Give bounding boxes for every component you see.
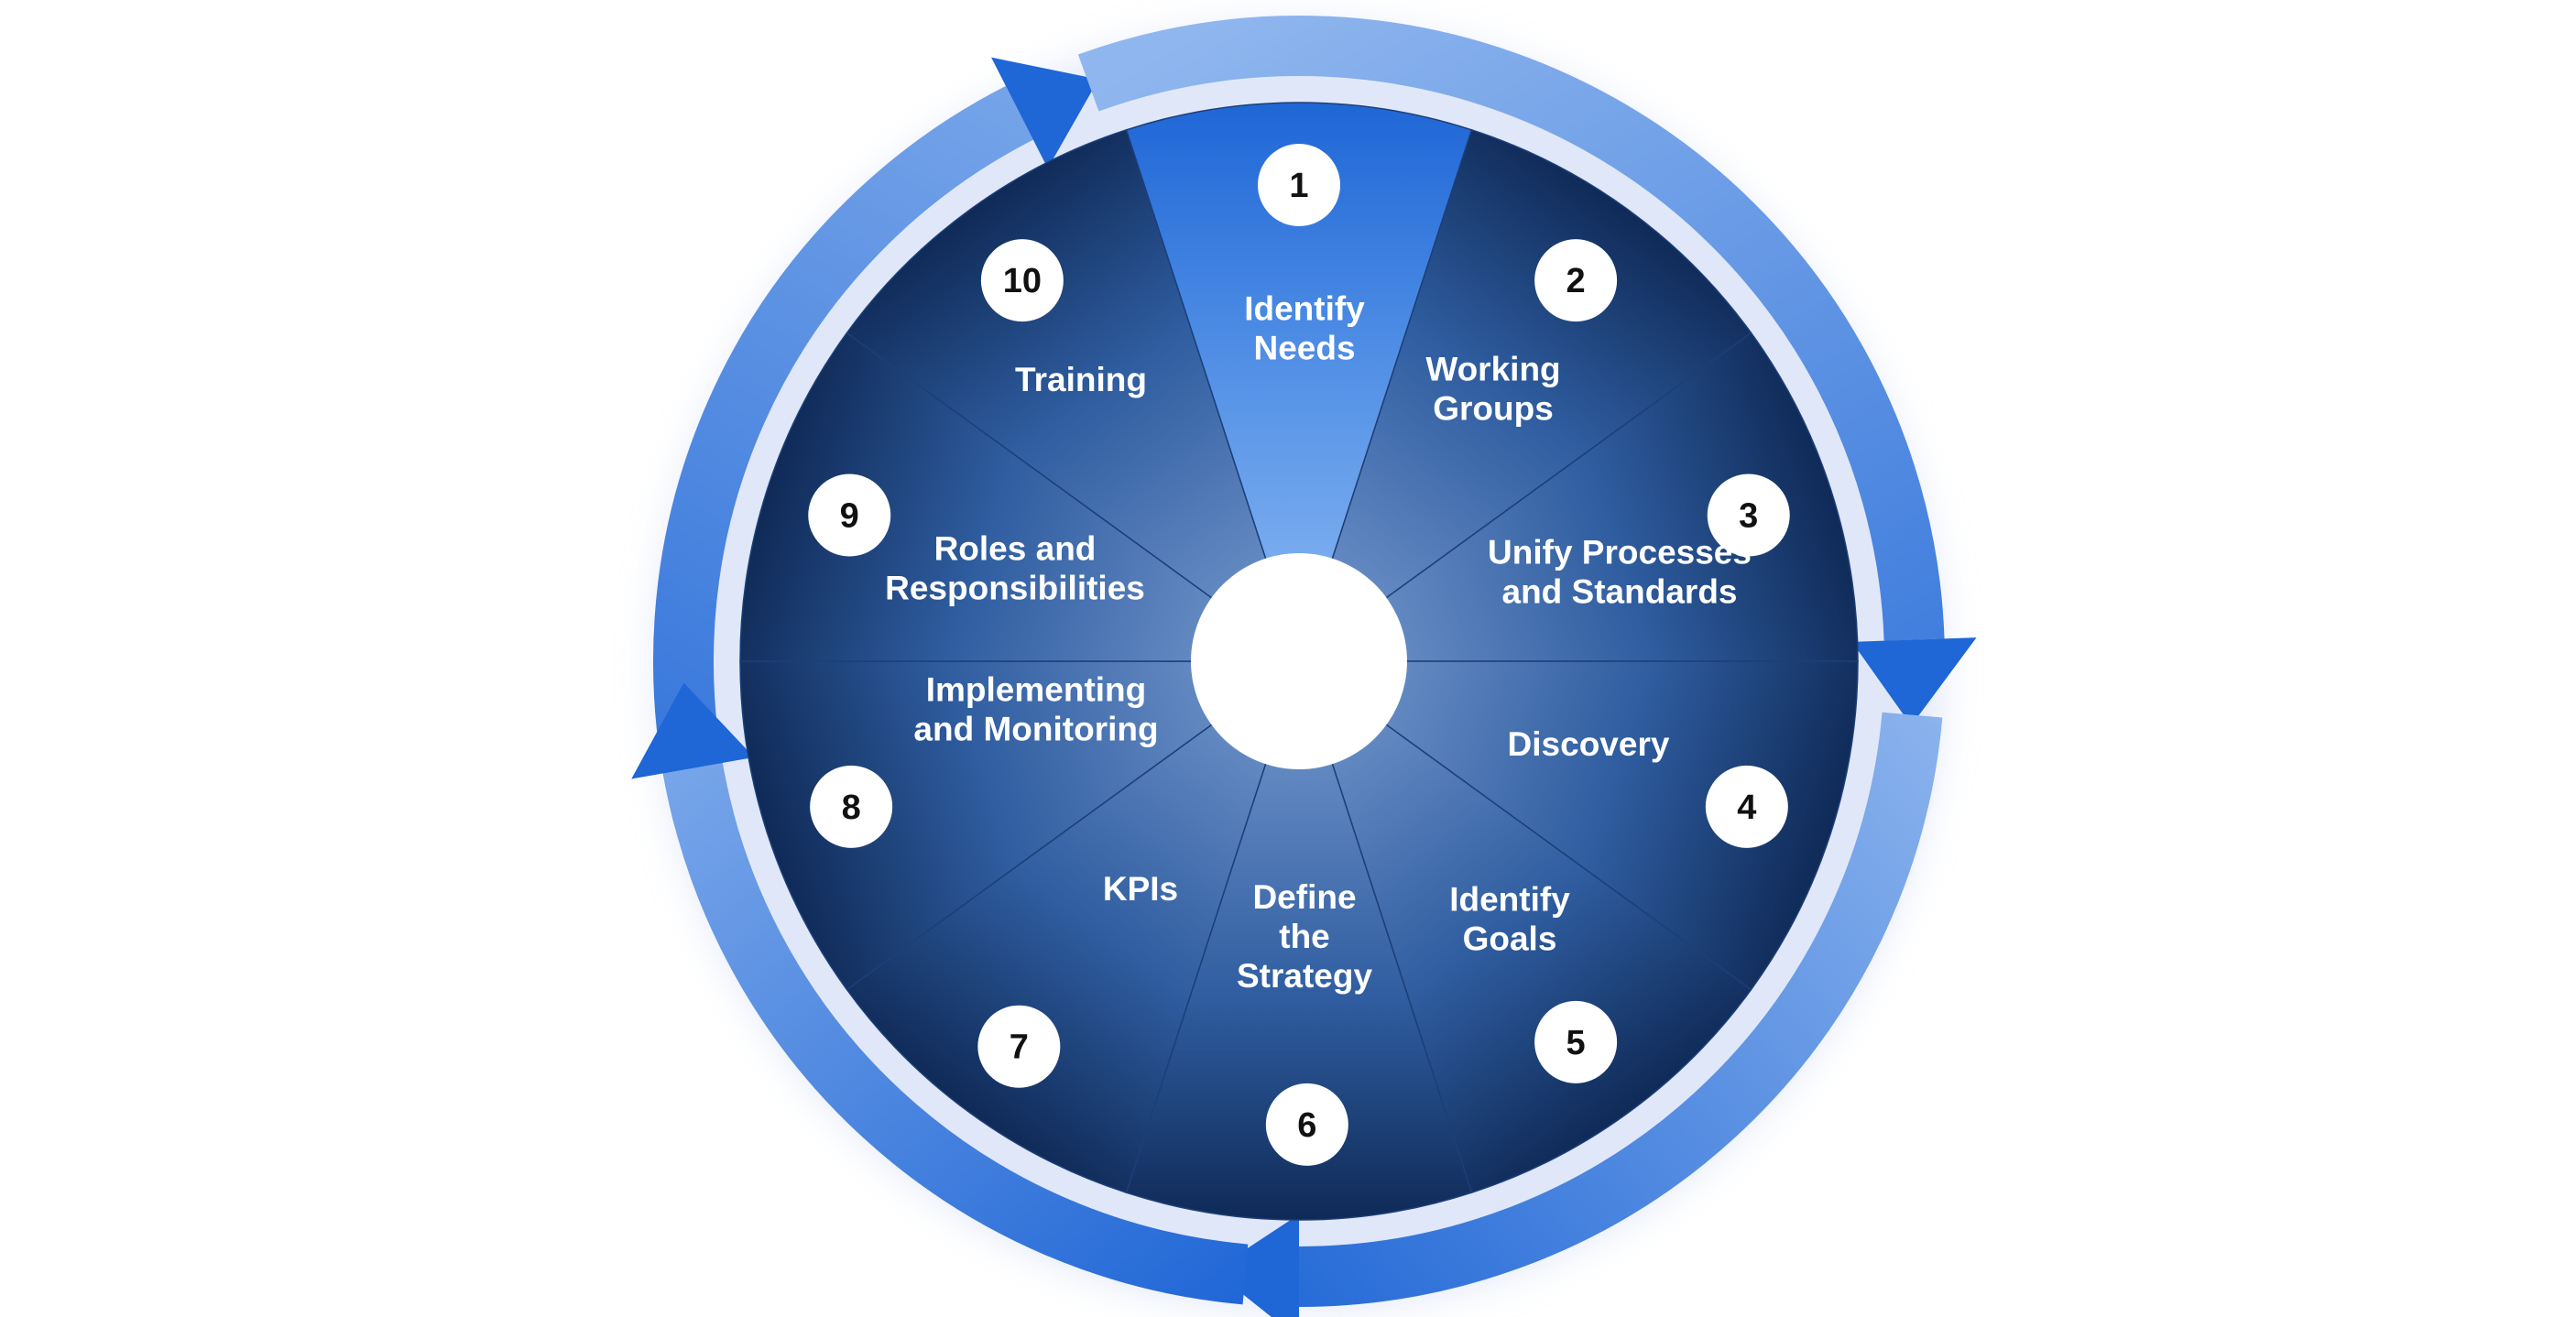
step-label-line: and Monitoring	[913, 711, 1158, 748]
cycle-arrow-band	[662, 762, 1249, 1305]
step-wedge-8	[739, 660, 1302, 991]
step-label-line: Needs	[1253, 330, 1355, 367]
step-number: 9	[840, 497, 859, 536]
step-badge-5: 5	[1534, 1000, 1618, 1083]
step-number: 2	[1566, 262, 1586, 300]
step-label-line: Training	[1015, 361, 1147, 398]
step-number: 1	[1289, 167, 1308, 205]
badge-circle	[1534, 1000, 1618, 1083]
step-label-line: Implementing	[926, 671, 1147, 709]
step-badge-3: 3	[1707, 473, 1790, 557]
step-wedge-3	[1296, 332, 1859, 662]
badge-circle	[1534, 239, 1618, 322]
step-label-line: KPIs	[1103, 870, 1178, 908]
arrowhead-icon	[1851, 637, 1977, 726]
badge-circle	[980, 239, 1064, 322]
step-number: 6	[1297, 1106, 1316, 1145]
badge-circle	[1258, 144, 1340, 226]
step-number: 4	[1737, 789, 1756, 827]
arrowhead-icon	[1213, 1214, 1299, 1317]
arrowhead-icon	[991, 57, 1099, 169]
step-label-line: Working	[1425, 351, 1560, 388]
step-wedge-9	[739, 332, 1302, 662]
step-number: 10	[1003, 262, 1042, 300]
step-wedge-1	[1125, 102, 1473, 664]
step-label-line: Identify	[1449, 881, 1570, 919]
step-badge-10: 10	[980, 239, 1064, 322]
step-badge-4: 4	[1705, 765, 1788, 848]
step-number: 5	[1566, 1024, 1586, 1062]
step-label-line: Goals	[1463, 920, 1557, 958]
step-wedge-4	[1296, 660, 1859, 991]
step-badge-1: 1	[1258, 144, 1340, 226]
step-wedge-2	[1297, 128, 1752, 663]
step-label-10: Training	[1015, 361, 1147, 398]
step-badge-2: 2	[1534, 239, 1618, 322]
badge-circle	[810, 765, 893, 848]
step-label-line: Discovery	[1508, 725, 1670, 763]
step-wedge-10	[846, 128, 1301, 663]
step-wedge-7	[846, 659, 1301, 1194]
badge-circle	[1707, 473, 1790, 557]
cycle-arrow-top	[1077, 16, 1977, 726]
step-label-line: Unify Processes	[1488, 534, 1752, 571]
badge-circle	[808, 473, 891, 557]
cycle-arrow-right	[1213, 712, 1943, 1317]
step-label-line: Strategy	[1237, 957, 1372, 995]
step-badge-6: 6	[1265, 1083, 1348, 1166]
badge-circle	[1705, 765, 1788, 848]
step-badge-9: 9	[808, 473, 891, 557]
step-label-7: KPIs	[1103, 870, 1178, 908]
step-label-4: Discovery	[1508, 725, 1670, 763]
cycle-arrow-bottom	[631, 682, 1249, 1305]
badge-circle	[977, 1005, 1061, 1088]
cycle-arrow-band	[1077, 16, 1945, 641]
step-label-line: and Standards	[1502, 573, 1738, 611]
badge-circle	[1265, 1083, 1348, 1166]
step-wedge-5	[1297, 659, 1752, 1194]
step-number: 8	[842, 789, 861, 827]
center-circle	[1191, 553, 1407, 769]
step-number: 7	[1010, 1029, 1029, 1067]
step-label-line: the	[1279, 918, 1330, 955]
arrowhead-icon	[631, 682, 755, 779]
step-label-line: Define	[1252, 878, 1356, 916]
step-badge-7: 7	[977, 1005, 1061, 1088]
step-wedge-6	[1125, 658, 1473, 1221]
step-badge-8: 8	[810, 765, 893, 848]
step-label-line: Responsibilities	[885, 570, 1145, 607]
cycle-arrow-band	[1298, 712, 1943, 1307]
step-label-line: Identify	[1244, 290, 1365, 328]
step-label-line: Groups	[1433, 390, 1554, 428]
step-label-line: Roles and	[934, 530, 1097, 568]
step-number: 3	[1739, 497, 1758, 536]
